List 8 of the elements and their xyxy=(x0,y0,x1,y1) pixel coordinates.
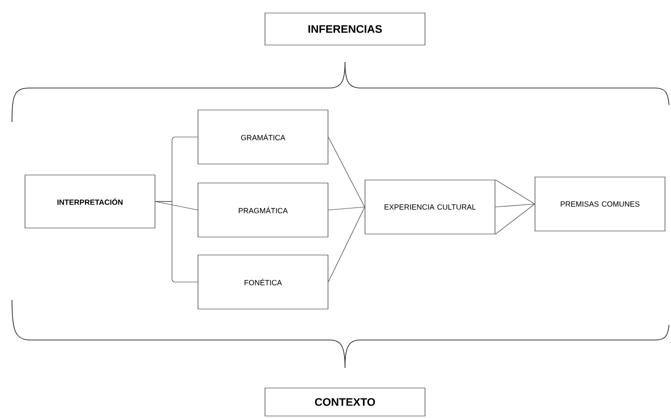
connector-line xyxy=(328,206,365,282)
connector-line xyxy=(328,206,365,210)
connector-line xyxy=(495,179,535,235)
heading-box: CONTEXTO xyxy=(264,388,426,416)
heading-box: INFERENCIAS xyxy=(264,12,426,46)
connector-line xyxy=(155,201,198,282)
connector-line xyxy=(155,201,198,210)
connector-line xyxy=(328,136,365,208)
